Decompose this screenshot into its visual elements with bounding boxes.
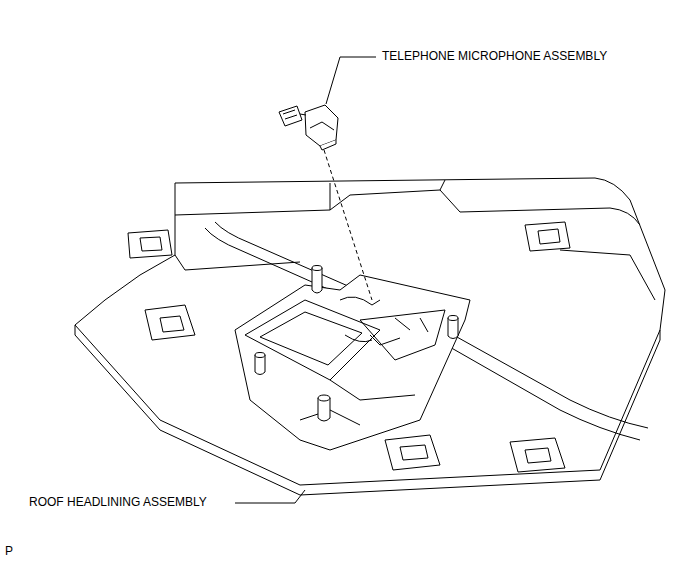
headlining-outline (75, 178, 665, 485)
headlining-raised-rear (175, 190, 640, 225)
part-label: TELEPHONE MICROPHONE ASSEMBLY (382, 50, 607, 63)
headlining-opening (128, 222, 570, 472)
install-line (324, 150, 372, 300)
console-panel (245, 300, 380, 380)
headlining-raised-rear (330, 180, 445, 210)
harness (340, 297, 380, 342)
console-base (235, 275, 470, 450)
console-detail (300, 380, 415, 425)
leader-line (235, 490, 305, 503)
console-detail (360, 310, 445, 360)
console-detail (370, 318, 428, 345)
page-mark: P (5, 545, 13, 558)
microphone-illustration (279, 105, 338, 150)
clip (255, 266, 458, 422)
part-label: ROOF HEADLINING ASSEMBLY (29, 496, 207, 509)
console-panel (260, 312, 362, 365)
leader-line (326, 57, 376, 104)
